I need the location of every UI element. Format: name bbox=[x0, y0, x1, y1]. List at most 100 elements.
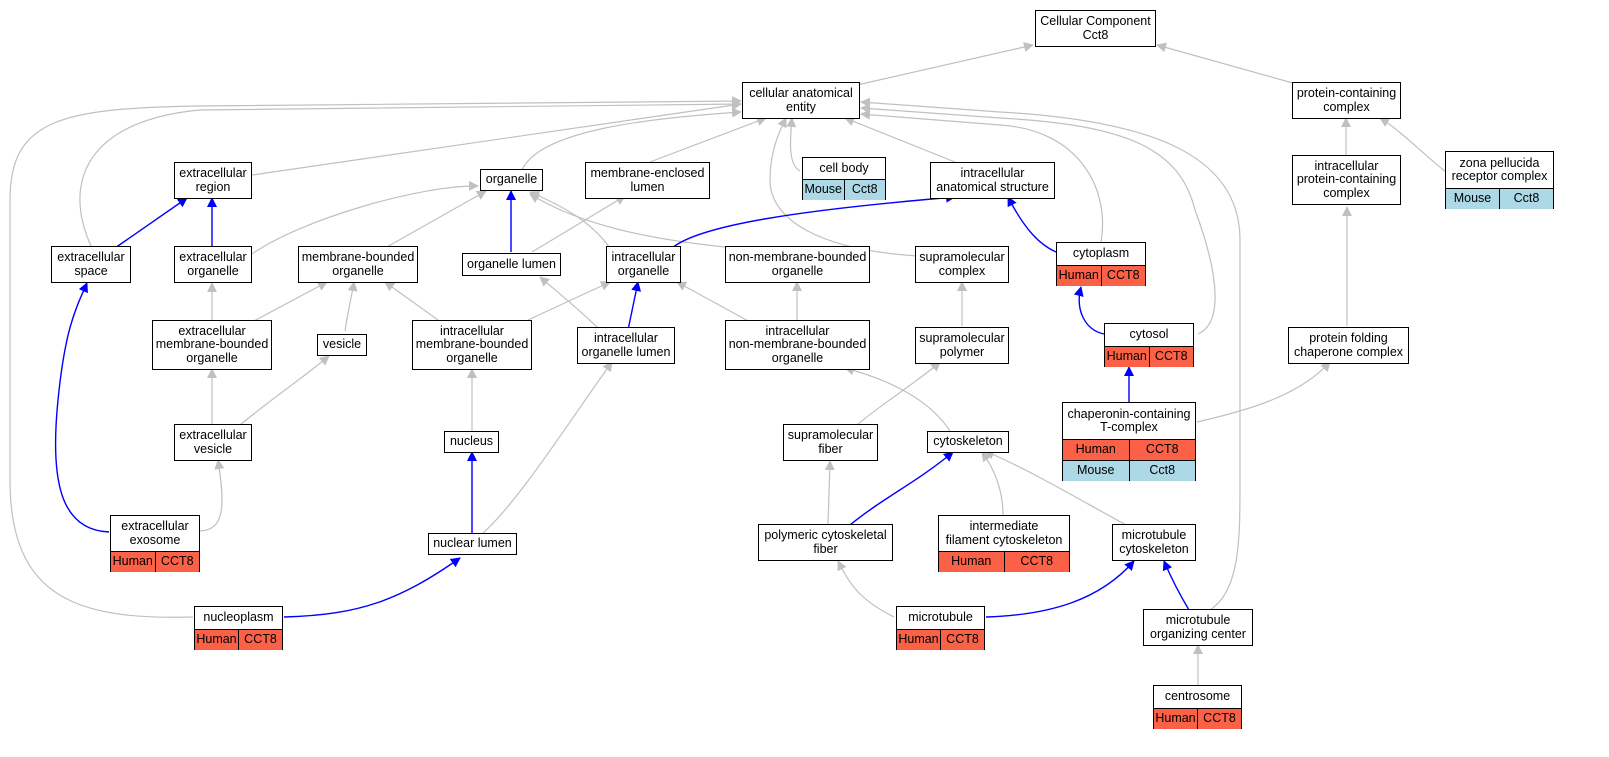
node-label: membrane-enclosed bbox=[590, 166, 705, 180]
species-label: Mouse bbox=[1076, 463, 1115, 478]
node-label: microtubule bbox=[908, 610, 973, 625]
node-label: lumen bbox=[630, 179, 665, 194]
edge-ifc-cytosk bbox=[981, 451, 1004, 516]
species-label: Human bbox=[898, 632, 939, 647]
node-label: fiber bbox=[813, 541, 838, 556]
edge-ev-ves bbox=[239, 355, 330, 426]
node-label: extracellular bbox=[178, 323, 246, 338]
edge-cyto-cae bbox=[860, 109, 1104, 243]
node-vesicle[interactable]: vesicle bbox=[317, 334, 367, 356]
edge-iol-ol bbox=[539, 276, 601, 331]
edge-er-cae bbox=[251, 100, 742, 176]
node-label: organizing center bbox=[1150, 626, 1246, 641]
edge-np-nl bbox=[283, 557, 461, 618]
edge-ves-mbo bbox=[344, 281, 358, 332]
node-label: membrane-bounded bbox=[301, 250, 415, 264]
node-label: filament cytoskeleton bbox=[945, 532, 1063, 547]
gene-label: Cct8 bbox=[843, 180, 886, 200]
species-label: Human bbox=[1155, 711, 1196, 726]
node-label: cytoskeleton bbox=[933, 434, 1003, 449]
gene-label: Cct8 bbox=[1499, 189, 1553, 209]
node-label: cytoskeleton bbox=[1119, 541, 1189, 556]
node-label: Cellular Component bbox=[1040, 14, 1151, 28]
node-label: intracellular bbox=[611, 250, 676, 264]
species-label: Human bbox=[112, 554, 153, 569]
node-label: microtubule bbox=[1165, 613, 1231, 627]
gene-label: CCT8 bbox=[238, 630, 282, 650]
edge-cytosk-inmbo bbox=[844, 365, 951, 432]
node-label: nucleoplasm bbox=[203, 610, 274, 625]
node-organelle[interactable]: organelle bbox=[480, 169, 543, 191]
node-nucleus[interactable]: nucleus bbox=[444, 431, 499, 453]
edge-mel-cae bbox=[649, 116, 767, 163]
node-label: exosome bbox=[129, 532, 181, 547]
edge-cytosol-cyto bbox=[1073, 286, 1105, 335]
edge-embo-mbo bbox=[251, 281, 328, 323]
species-label: Human bbox=[1075, 442, 1116, 457]
node-label: organelle bbox=[771, 263, 824, 278]
edge-pcc-cc bbox=[1156, 42, 1301, 86]
edge-cb-cae bbox=[786, 117, 801, 172]
edge-eo-org bbox=[251, 180, 479, 255]
gene-label: CCT8 bbox=[1197, 709, 1241, 729]
node-label: nuclear lumen bbox=[433, 536, 512, 551]
species-label: Human bbox=[951, 554, 992, 569]
node-organelle-lumen[interactable]: organelle lumen bbox=[462, 253, 561, 276]
node-nuclear-lumen[interactable]: nuclear lumen bbox=[428, 533, 517, 555]
node-label: complex bbox=[1323, 185, 1370, 200]
node-label: non-membrane-bounded bbox=[728, 337, 867, 352]
node-label: region bbox=[195, 179, 231, 194]
edge-org-cae bbox=[521, 107, 742, 171]
gene-label: CCT8 bbox=[1100, 266, 1146, 286]
edge-mtoc-mtc bbox=[1162, 560, 1190, 611]
node-cytoskeleton[interactable]: cytoskeleton bbox=[927, 431, 1009, 453]
node-label: complex bbox=[938, 263, 986, 278]
node-label: nucleus bbox=[449, 434, 494, 449]
node-label: supramolecular bbox=[787, 428, 874, 442]
node-label: protein folding bbox=[1309, 331, 1388, 345]
node-label: cytoplasm bbox=[1072, 246, 1130, 261]
node-label: extracellular bbox=[179, 250, 247, 264]
edge-cyto-ias bbox=[1007, 196, 1057, 253]
node-label: supramolecular bbox=[919, 331, 1005, 345]
